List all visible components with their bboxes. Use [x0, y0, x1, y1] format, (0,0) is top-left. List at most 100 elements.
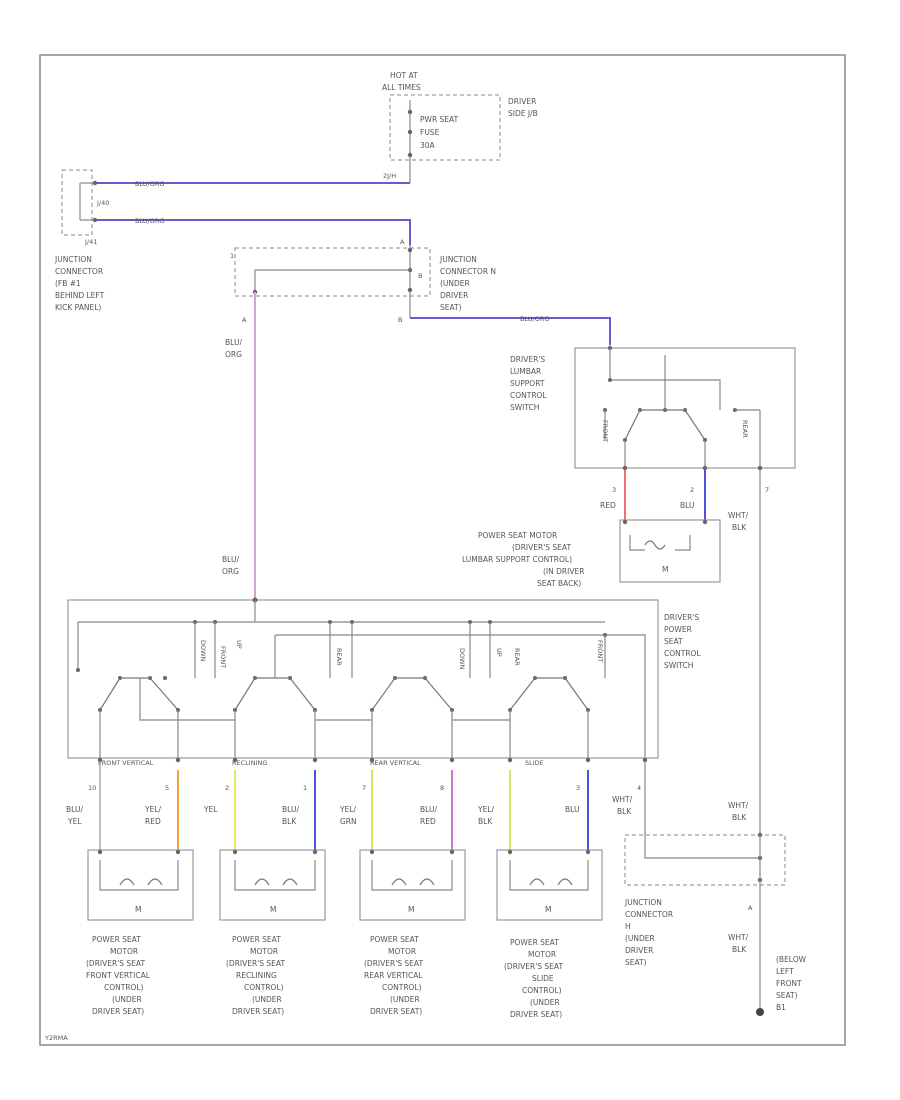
motor-3-desc-3: SLIDE — [532, 974, 554, 983]
main-switch-desc-3: CONTROL — [664, 649, 701, 658]
motor-0-desc-3: FRONT VERTICAL — [86, 971, 151, 980]
main-switch-desc-1: POWER — [664, 625, 692, 634]
section-label-1: RECLINING — [232, 759, 267, 767]
jc-j-lower-pin: J/41 — [84, 238, 97, 246]
section-label-0: FRONT VERTICAL — [98, 759, 154, 767]
lumbar-motor-desc-0: POWER SEAT MOTOR — [478, 531, 557, 540]
dir-label-6: REAR — [513, 648, 521, 666]
switch-section-rear-vertical — [370, 676, 510, 758]
dir-label-0: DOWN — [199, 640, 207, 662]
lumbar-motor-desc-2: LUMBAR SUPPORT CONTROL) — [462, 555, 572, 564]
lumbar-desc-1: LUMBAR — [510, 367, 541, 376]
motor-1-wire-right-2: BLK — [282, 817, 297, 826]
motor-3-symbol: M — [545, 905, 551, 914]
motor-0-wire-left-2: YEL — [67, 817, 82, 826]
switch-section-slide — [508, 676, 590, 758]
junction-connector-j: J/40 J/41 JUNCTION CONNECTOR (FB #1 BEHI… — [54, 169, 109, 312]
fuse-name: PWR SEAT — [420, 115, 459, 124]
footer-code: Y2RMA — [44, 1034, 68, 1042]
left-feed2-label-1: BLU/ — [222, 555, 239, 564]
diagram-frame — [39, 54, 846, 1046]
motor-1-pin-left: 2 — [225, 784, 229, 792]
lumbar-motor: M POWER SEAT MOTOR (DRIVER'S SEAT LUMBAR… — [462, 519, 721, 588]
motor-1-desc-5: (UNDER — [252, 995, 282, 1004]
lumbar-gnd-label-2: BLK — [732, 523, 747, 532]
motor-wires — [99, 762, 589, 852]
motor-2-desc-6: DRIVER SEAT) — [370, 1007, 422, 1016]
dir-label-4: DOWN — [458, 648, 466, 670]
motor-3-desc-5: (UNDER — [530, 998, 560, 1007]
motor-3-desc-6: DRIVER SEAT) — [510, 1010, 562, 1019]
jc-n-pin-a2: A — [242, 316, 247, 324]
lumbar-motor-desc-1: (DRIVER'S SEAT — [512, 543, 571, 552]
jc-n-desc-1: CONNECTOR N — [440, 267, 496, 276]
motor-0-desc-2: (DRIVER'S SEAT — [86, 959, 145, 968]
junction-connector-n: 1 A B A JUNCTION CONNECTOR N (UNDER DRIV… — [230, 238, 496, 324]
dir-label-1: UP — [235, 640, 243, 649]
motor-1-desc-6: DRIVER SEAT) — [232, 1007, 284, 1016]
motor-0-pin-right: 5 — [165, 784, 169, 792]
main-switch-desc-0: DRIVER'S — [664, 613, 699, 622]
motor-1-pin-right: 1 — [303, 784, 307, 792]
jc-n-desc-4: SEAT) — [440, 303, 462, 312]
jc-n-pin-a: A — [400, 238, 405, 246]
motor-3-desc-2: (DRIVER'S SEAT — [504, 962, 563, 971]
motor-3-desc-0: POWER SEAT — [510, 938, 559, 947]
lumbar-desc-2: SUPPORT — [510, 379, 545, 388]
left-feed-label-1: BLU/ — [225, 338, 242, 347]
ground-desc-3: SEAT) — [776, 991, 798, 1000]
lumbar-switch: FRONT REAR DRIVER'S LUMBAR SUPPORT CONTR… — [510, 345, 796, 471]
jc-right-pin: A — [748, 904, 753, 912]
motor-2-desc-3: REAR VERTICAL — [364, 971, 423, 980]
motor-0-desc-5: (UNDER — [112, 995, 142, 1004]
final-gnd-label-1: WHT/ — [728, 933, 749, 942]
motor-0-pin-left: 10 — [88, 784, 96, 792]
jc-j-desc-2: (FB #1 — [55, 279, 81, 288]
switch-section-front-vertical — [76, 668, 235, 758]
motor-0-wire-right-2: RED — [145, 817, 161, 826]
dir-label-5: UP — [495, 648, 503, 657]
motor-1-desc-0: POWER SEAT — [232, 935, 281, 944]
fuse-location-1: DRIVER — [508, 97, 536, 106]
jc-n-desc-3: DRIVER — [440, 291, 468, 300]
motor-3-desc-4: CONTROL) — [522, 986, 562, 995]
main-seat-switch: DOWN UP FRONT REAR DOWN UP REAR FRONT FR… — [67, 597, 701, 767]
lumbar-motor-desc-4: SEAT BACK) — [537, 579, 581, 588]
motor-2-pin-right: 8 — [440, 784, 444, 792]
lumbar-red-label: RED — [600, 501, 616, 510]
main-switch-desc-2: SEAT — [664, 637, 683, 646]
final-gnd-label-2: BLK — [732, 945, 747, 954]
motor-2-symbol: M — [408, 905, 414, 914]
all-times-label: ALL TIMES — [382, 83, 421, 92]
lumbar-gnd-pin: 7 — [765, 486, 769, 494]
motor-0-wire-left-1: BLU/ — [66, 805, 83, 814]
right-gnd-label-1: WHT/ — [728, 801, 749, 810]
dir-label-3: REAR — [335, 648, 343, 666]
second-blue-wire — [95, 219, 411, 245]
jc-right-desc-3: (UNDER — [625, 934, 655, 943]
motor-0-desc-1: MOTOR — [110, 947, 138, 956]
lumbar-motor-desc-3: (IN DRIVER — [543, 567, 584, 576]
junction-connector-right: A JUNCTION CONNECTOR H (UNDER DRIVER SEA… — [624, 832, 786, 1010]
main-gnd-pin: 4 — [637, 784, 641, 792]
second-wire-label: BLU/ORG — [135, 217, 164, 225]
motor-1-desc-4: CONTROL) — [244, 983, 284, 992]
motor-front-vertical: M 10 5 BLU/ YEL YEL/ RED POWER SEAT MOTO… — [66, 784, 194, 1016]
jc-right-desc-1: CONNECTOR — [625, 910, 673, 919]
dir-label-7: FRONT — [596, 640, 604, 662]
jc-right-desc-5: SEAT) — [625, 958, 647, 967]
main-switch-desc-4: SWITCH — [664, 661, 693, 670]
section-label-3: SLIDE — [525, 759, 544, 767]
ground-desc-2: FRONT — [776, 979, 802, 988]
motor-2-wire-right-2: RED — [420, 817, 436, 826]
jc-n-pin-1: 1 — [230, 252, 234, 260]
main-ground-wire — [644, 762, 760, 859]
lumbar-desc-3: CONTROL — [510, 391, 547, 400]
ground-point: (BELOW LEFT FRONT SEAT) B1 — [756, 955, 807, 1016]
motor-1-desc-1: MOTOR — [250, 947, 278, 956]
fuse-amp: 30A — [420, 141, 436, 150]
motor-2-wire-left-2: GRN — [340, 817, 357, 826]
motor-1-symbol: M — [270, 905, 276, 914]
jc-right-desc-2: H — [625, 922, 631, 931]
